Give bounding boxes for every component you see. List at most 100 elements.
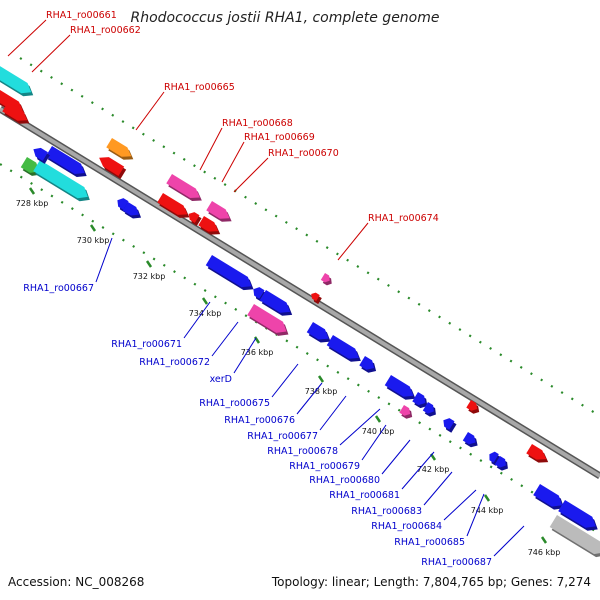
gene-arrow[interactable] <box>384 375 416 400</box>
top-gene-label[interactable]: RHA1_ro00670 <box>268 148 339 159</box>
bottom-label-leader <box>271 363 299 398</box>
top-label-leader <box>7 19 47 57</box>
gene-arrow[interactable] <box>533 484 565 510</box>
bottom-gene-label[interactable]: RHA1_ro00681 <box>329 490 400 501</box>
gene-arrow[interactable] <box>494 456 508 471</box>
gene-arrow[interactable] <box>0 60 34 97</box>
bottom-gene-label[interactable]: RHA1_ro00685 <box>394 537 465 548</box>
bottom-label-leader <box>493 525 525 557</box>
bottom-label-leader <box>339 408 381 446</box>
top-label-leader <box>31 34 71 73</box>
gene-arrow[interactable] <box>326 335 361 362</box>
gene-arrow[interactable] <box>198 216 221 235</box>
gene-arrow[interactable] <box>166 174 202 201</box>
top-gene-label[interactable]: RHA1_ro00661 <box>46 10 117 21</box>
gene-arrow[interactable] <box>549 515 600 558</box>
bottom-gene-label[interactable]: RHA1_ro00687 <box>421 557 492 568</box>
top-gene-label[interactable]: RHA1_ro00665 <box>164 82 235 93</box>
gene-arrow[interactable] <box>489 451 501 466</box>
top-gene-label[interactable]: RHA1_ro00668 <box>222 118 293 129</box>
top-label-leader <box>199 127 223 171</box>
tick-label: 728 kbp <box>16 199 49 208</box>
bottom-label-leader <box>183 301 211 339</box>
bottom-gene-label[interactable]: RHA1_ro00680 <box>309 475 380 486</box>
accession-text: Accession: NC_008268 <box>8 575 144 589</box>
bottom-label-leader <box>443 489 477 521</box>
gene-arrow[interactable] <box>99 157 127 179</box>
gene-arrow[interactable] <box>311 292 322 305</box>
tick-label: 734 kbp <box>189 309 222 318</box>
top-gene-label[interactable]: RHA1_ro00674 <box>368 213 439 224</box>
tick-mark <box>28 187 36 195</box>
gene-arrow[interactable] <box>399 405 413 419</box>
gene-arrow[interactable] <box>422 402 436 417</box>
tick-label: 742 kbp <box>417 465 450 474</box>
tick-label: 744 kbp <box>471 506 504 515</box>
tick-label: 736 kbp <box>241 348 274 357</box>
bottom-gene-label[interactable]: RHA1_ro00671 <box>111 339 182 350</box>
top-label-leader <box>337 222 369 261</box>
genome-backbone <box>0 107 600 478</box>
map-title: Rhodococcus jostii RHA1, complete genome <box>130 10 439 26</box>
gene-arrow[interactable] <box>412 392 428 409</box>
top-label-leader <box>135 91 165 131</box>
gene-arrow[interactable] <box>2 102 30 124</box>
bottom-gene-label[interactable]: RHA1_ro00684 <box>371 521 442 532</box>
bottom-label-leader <box>95 237 113 283</box>
bottom-label-leader <box>233 337 257 374</box>
gene-arrow[interactable] <box>206 201 232 222</box>
tick-mark <box>483 494 491 502</box>
gene-arrow[interactable] <box>306 322 331 343</box>
gene-arrow[interactable] <box>558 500 598 531</box>
bottom-gene-label[interactable]: xerD <box>210 374 232 385</box>
gene-arrow[interactable] <box>259 290 293 316</box>
tick-label: 738 kbp <box>305 387 338 396</box>
gene-arrow[interactable] <box>106 138 134 160</box>
gene-arrow[interactable] <box>462 432 478 448</box>
gene-arrow[interactable] <box>33 160 90 202</box>
gene-arrow[interactable] <box>188 212 202 226</box>
bottom-gene-label[interactable]: RHA1_ro00679 <box>289 461 360 472</box>
gene-arrow[interactable] <box>157 193 190 218</box>
tick-label: 732 kbp <box>133 272 166 281</box>
gene-arrow[interactable] <box>526 444 549 463</box>
bottom-label-leader <box>211 321 239 357</box>
tick-mark <box>374 415 382 423</box>
bottom-gene-label[interactable]: RHA1_ro00667 <box>23 283 94 294</box>
genome-summary-text: Topology: linear; Length: 7,804,765 bp; … <box>271 575 591 589</box>
gene-arrow[interactable] <box>33 147 50 164</box>
top-gene-label[interactable]: RHA1_ro00662 <box>70 25 141 36</box>
bottom-gene-label[interactable]: RHA1_ro00677 <box>247 431 318 442</box>
bottom-label-leader <box>466 493 485 537</box>
bottom-label-leader <box>361 424 387 461</box>
bottom-gene-label[interactable]: RHA1_ro00672 <box>139 357 210 368</box>
bottom-gene-labels: RHA1_ro00667RHA1_ro00671RHA1_ro00672xerD… <box>23 237 525 568</box>
bottom-label-leader <box>423 471 453 506</box>
bottom-label-leader <box>381 439 411 475</box>
top-gene-label[interactable]: RHA1_ro00669 <box>244 132 315 143</box>
tick-mark <box>89 224 97 232</box>
gene-features <box>0 60 600 558</box>
gene-arrow[interactable] <box>45 146 87 177</box>
gene-arrow[interactable] <box>466 400 480 414</box>
top-gene-labels: RHA1_ro00661RHA1_ro00662RHA1_ro00665RHA1… <box>7 10 439 261</box>
tick-mark <box>201 297 209 305</box>
tick-label: 746 kbp <box>528 548 561 557</box>
gene-arrow[interactable] <box>247 304 289 336</box>
bottom-label-leader <box>401 451 435 490</box>
bottom-gene-label[interactable]: RHA1_ro00676 <box>224 415 295 426</box>
bottom-gene-label[interactable]: RHA1_ro00683 <box>351 506 422 517</box>
tick-mark <box>145 260 153 268</box>
gene-arrow[interactable] <box>359 356 377 373</box>
gene-arrow[interactable] <box>122 202 142 219</box>
gene-arrow[interactable] <box>205 255 254 291</box>
tick-mark <box>540 536 548 544</box>
gene-arrow[interactable] <box>320 273 332 286</box>
top-label-leader <box>221 141 245 183</box>
bottom-gene-label[interactable]: RHA1_ro00675 <box>199 398 270 409</box>
bottom-label-leader <box>319 395 347 431</box>
bottom-gene-label[interactable]: RHA1_ro00678 <box>267 446 338 457</box>
gene-arrow[interactable] <box>443 418 457 433</box>
gene-arrow[interactable] <box>253 287 267 302</box>
